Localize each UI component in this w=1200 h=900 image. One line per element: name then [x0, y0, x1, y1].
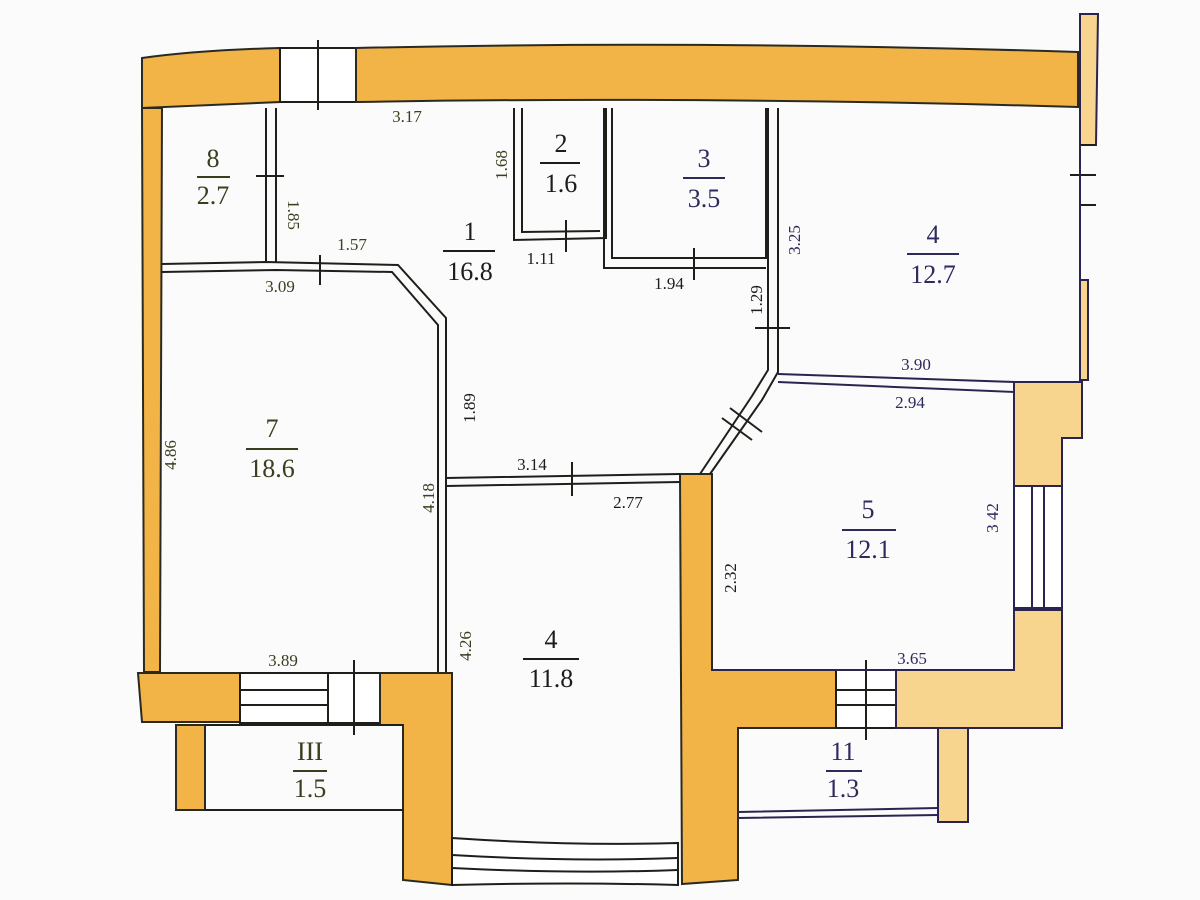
svg-text:3.65: 3.65	[897, 649, 927, 668]
wall-top-main	[355, 43, 1079, 109]
wall-left	[140, 107, 164, 673]
svg-text:8: 8	[207, 144, 220, 173]
wall-balcony-right-post	[937, 727, 969, 823]
room-III-label: III 1.5	[293, 737, 327, 803]
svg-text:4: 4	[927, 220, 940, 249]
svg-text:11: 11	[830, 737, 855, 766]
svg-text:3.17: 3.17	[392, 107, 422, 126]
svg-text:12.1: 12.1	[845, 535, 891, 564]
room-4b-label: 4 11.8	[523, 625, 579, 693]
svg-text:1.85: 1.85	[284, 200, 303, 230]
svg-text:1.68: 1.68	[492, 150, 511, 180]
svg-text:1.29: 1.29	[747, 285, 766, 315]
svg-text:11.8: 11.8	[529, 664, 574, 693]
exterior-walls	[136, 13, 1100, 887]
wall-right-lower	[1013, 381, 1083, 487]
room-5-label: 5 12.1	[842, 495, 896, 564]
room-2-label: 2 1.6	[540, 129, 580, 198]
svg-text:7: 7	[266, 414, 279, 443]
dimension-labels: 3.17 1.68 1.85 1.57 3.09 1.11 1.94 3.25 …	[161, 107, 1002, 670]
room-labels: 1 16.8 2 1.6 3 3.5 4 12.7 5 12.1 7 18.6	[197, 129, 959, 803]
svg-text:3 42: 3 42	[983, 503, 1002, 533]
svg-text:III: III	[297, 737, 323, 766]
room-4a-label: 4 12.7	[907, 220, 959, 289]
window-right	[1013, 485, 1063, 609]
wall-right-mid	[1079, 279, 1089, 381]
partitions	[161, 108, 1015, 672]
wall-right-upper	[1079, 13, 1100, 146]
svg-text:1.11: 1.11	[526, 249, 555, 268]
svg-text:2.94: 2.94	[895, 393, 925, 412]
svg-text:18.6: 18.6	[249, 454, 295, 483]
room-11-label: 11 1.3	[826, 737, 862, 803]
svg-text:2.32: 2.32	[721, 563, 740, 593]
svg-text:16.8: 16.8	[447, 257, 493, 286]
svg-text:1.57: 1.57	[337, 235, 367, 254]
svg-text:5: 5	[862, 495, 875, 524]
svg-text:2.7: 2.7	[197, 181, 230, 210]
room-3-label: 3 3.5	[683, 144, 725, 213]
svg-text:1.89: 1.89	[460, 393, 479, 423]
room-1-label: 1 16.8	[443, 217, 495, 286]
svg-text:3: 3	[698, 144, 711, 173]
svg-text:4: 4	[545, 625, 558, 654]
svg-text:4.26: 4.26	[456, 631, 475, 661]
window-bottom-center	[451, 836, 679, 887]
svg-text:3.90: 3.90	[901, 355, 931, 374]
svg-text:2.77: 2.77	[613, 493, 643, 512]
svg-text:3.89: 3.89	[268, 651, 298, 670]
svg-text:1: 1	[464, 217, 477, 246]
wall-center-column	[678, 473, 837, 886]
svg-text:1.5: 1.5	[294, 774, 327, 803]
svg-text:3.14: 3.14	[517, 455, 547, 474]
room-8-label: 8 2.7	[197, 144, 230, 210]
svg-text:4.18: 4.18	[419, 483, 438, 513]
svg-text:4.86: 4.86	[161, 440, 180, 470]
svg-text:3.09: 3.09	[265, 277, 295, 296]
svg-text:3.5: 3.5	[688, 184, 721, 213]
wall-bottom-center	[379, 672, 453, 887]
wall-top-left	[141, 46, 281, 110]
svg-text:12.7: 12.7	[910, 260, 956, 289]
svg-text:3.25: 3.25	[785, 225, 804, 255]
wall-balcony-left-post	[175, 724, 206, 811]
room-7-label: 7 18.6	[246, 414, 298, 483]
svg-text:1.3: 1.3	[827, 774, 860, 803]
wall-bottom-left	[136, 672, 241, 723]
svg-text:1.6: 1.6	[545, 169, 578, 198]
svg-text:1.94: 1.94	[654, 274, 684, 293]
window-bottom-left	[239, 672, 329, 724]
svg-text:2: 2	[555, 129, 568, 158]
